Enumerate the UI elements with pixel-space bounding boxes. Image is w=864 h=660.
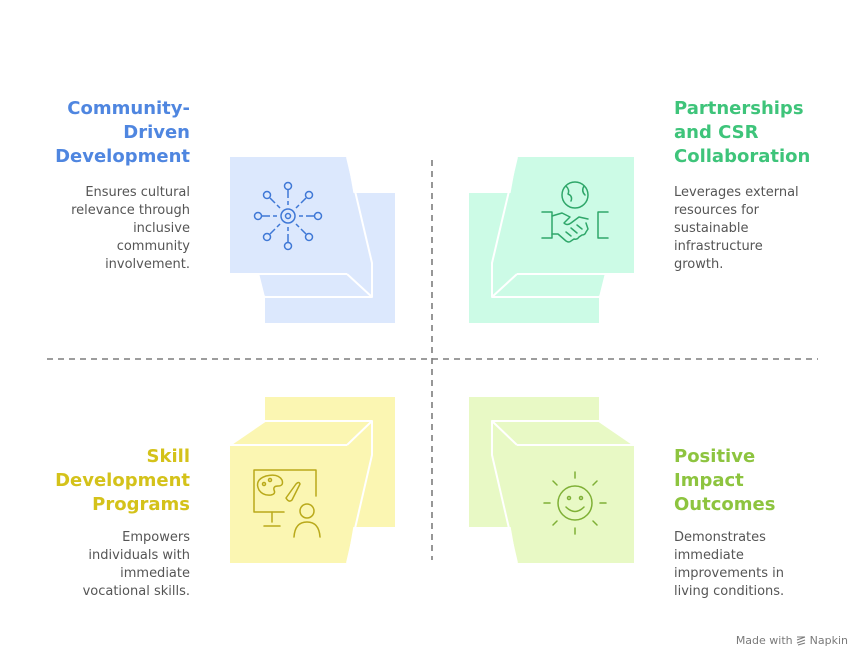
napkin-logo-icon [796,636,805,646]
network-gear-icon [253,181,323,251]
title-partnerships-csr: Partnerships and CSR Collaboration [674,98,811,167]
made-with-napkin-footer: Made with Napkin [736,634,848,647]
description-partnerships-csr: Leverages external resources for sustain… [674,185,799,272]
box-bottom-right [469,397,635,564]
footer-label: Made with [735,634,793,647]
footer-brand: Napkin [809,634,848,647]
title-skill-development: Skill Development Programs [55,446,190,515]
globe-handshake-icon [541,181,609,243]
box-top-right [469,156,635,323]
art-teacher-icon [253,469,321,538]
box-top-left [229,156,395,323]
title-community-driven-development: Community- Driven Development [55,98,190,167]
box-bottom-left [229,397,395,564]
title-positive-impact: Positive Impact Outcomes [674,446,776,515]
description-skill-development: Empowers individuals with immediate voca… [82,530,190,599]
description-community-driven-development: Ensures cultural relevance through inclu… [71,185,190,272]
description-positive-impact: Demonstrates immediate improvements in l… [674,530,785,599]
sun-smile-icon [543,471,607,535]
